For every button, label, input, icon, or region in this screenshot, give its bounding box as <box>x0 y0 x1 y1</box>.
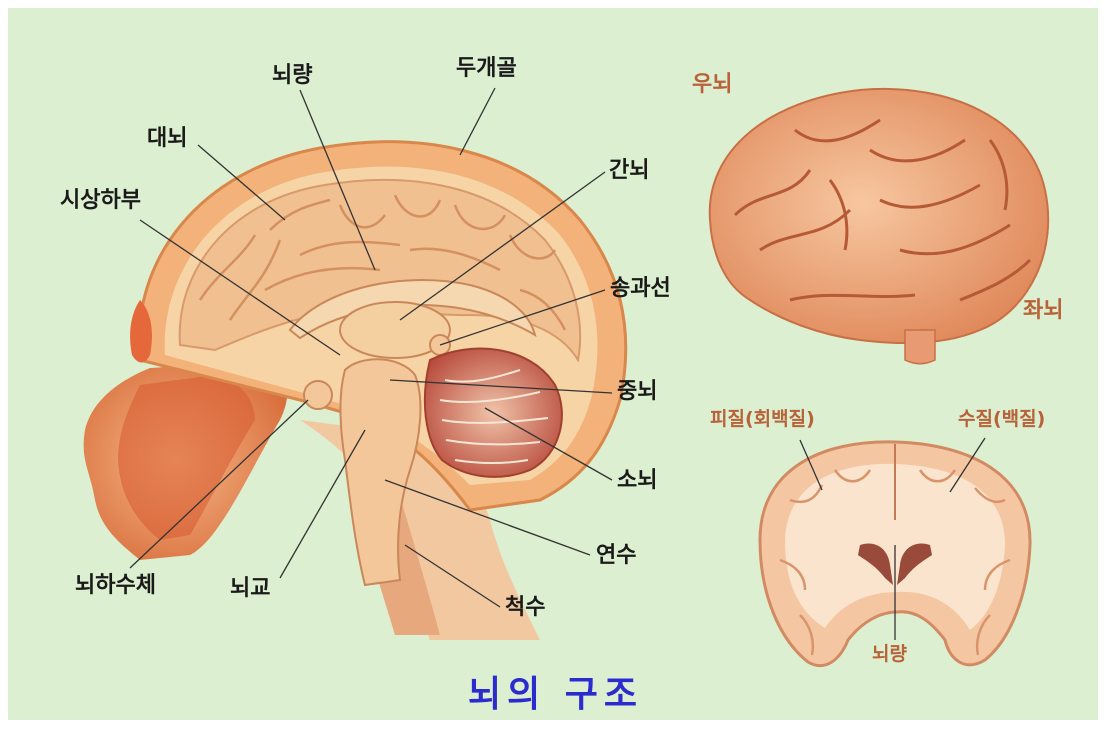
label-corpus-callosum: 뇌량 <box>272 65 312 87</box>
label-skull: 두개골 <box>456 58 517 80</box>
figure-title: 뇌의 구조 <box>468 665 643 717</box>
label-left-brain: 좌뇌 <box>1023 300 1063 322</box>
label-spinal-cord: 척수 <box>505 597 545 619</box>
label-right-brain: 우뇌 <box>692 74 732 96</box>
label-diencephalon: 간뇌 <box>609 160 649 182</box>
pituitary-gland <box>304 381 332 409</box>
external-brain-shape <box>710 89 1048 343</box>
label-hypothalamus: 시상하부 <box>60 190 141 212</box>
external-brainstem <box>905 330 935 364</box>
label-cortex-gray-matter: 피질(회백질) <box>710 410 815 429</box>
label-medulla: 연수 <box>596 545 636 567</box>
label-white-matter: 수질(백질) <box>958 410 1045 429</box>
label-coronal-corpus-callosum: 뇌량 <box>872 645 907 664</box>
label-pineal-gland: 송과선 <box>610 278 671 300</box>
label-pons: 뇌교 <box>230 578 270 600</box>
label-pituitary-gland: 뇌하수체 <box>75 575 156 597</box>
label-cerebrum: 대뇌 <box>147 128 187 150</box>
label-midbrain: 중뇌 <box>617 381 657 403</box>
label-cerebellum: 소뇌 <box>617 470 657 492</box>
